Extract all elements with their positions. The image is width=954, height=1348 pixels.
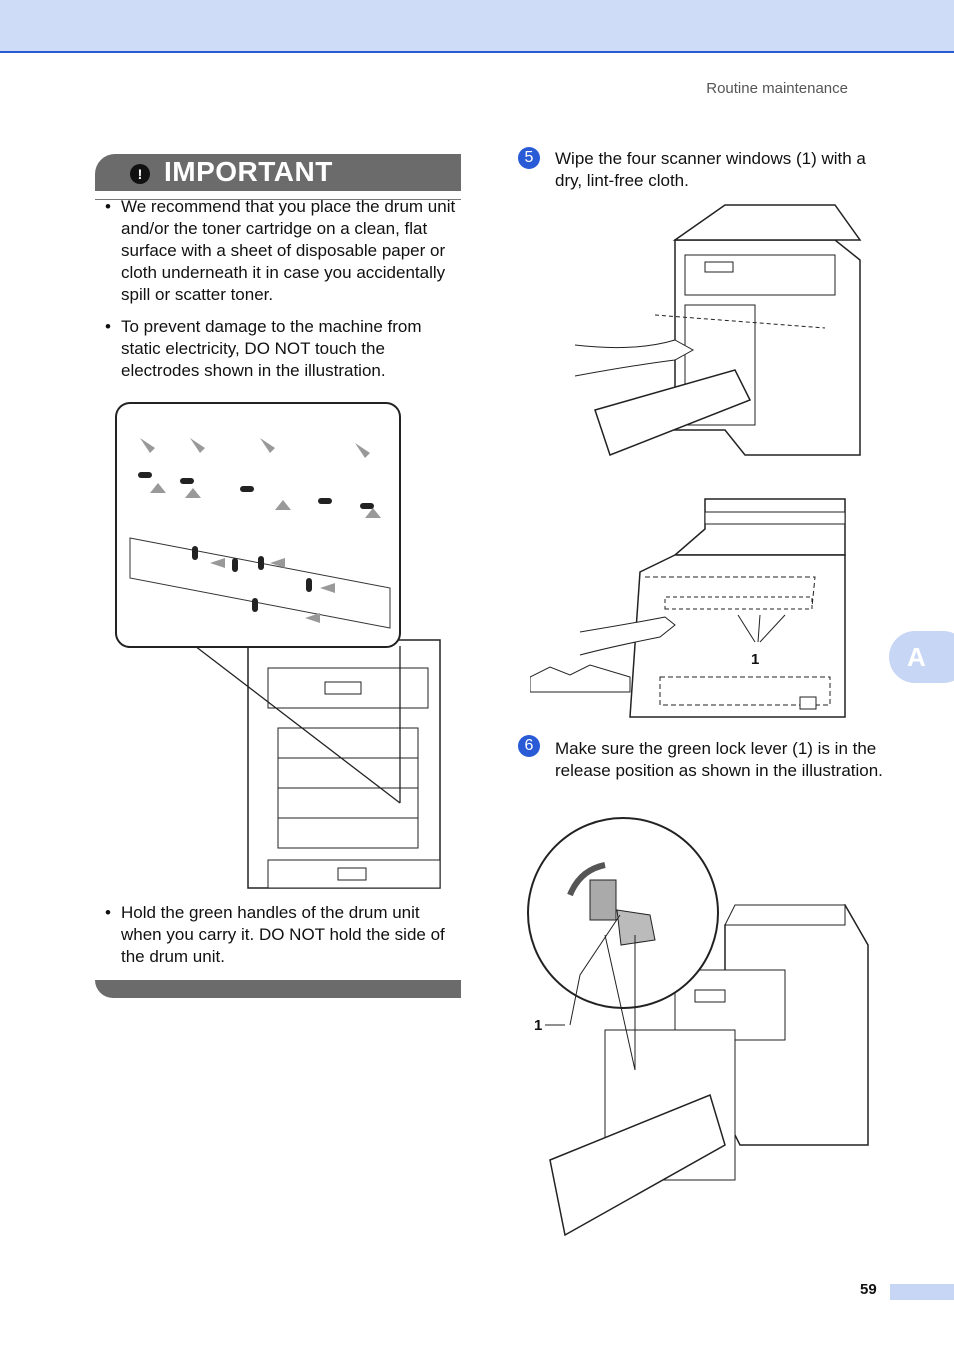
exclamation-icon: ! (130, 164, 150, 184)
running-header: Routine maintenance (706, 80, 848, 97)
important-title: IMPORTANT (164, 156, 333, 187)
important-bullet-2: • To prevent damage to the machine from … (105, 316, 461, 382)
bullet-dot: • (105, 903, 111, 922)
important-bullet-3: • Hold the green handles of the drum uni… (105, 902, 461, 968)
chapter-tab: A (889, 631, 954, 683)
chapter-tab-label: A (907, 642, 926, 672)
page-tab-marker (890, 1284, 954, 1300)
step-number-icon: 5 (518, 147, 540, 169)
important-bullet-1: • We recommend that you place the drum u… (105, 196, 461, 306)
bullet-dot: • (105, 197, 111, 216)
important-divider (95, 199, 461, 200)
step-number-icon: 6 (518, 735, 540, 757)
top-color-band (0, 0, 954, 53)
bullet-text: We recommend that you place the drum uni… (121, 197, 456, 304)
lock-lever-illustration (527, 817, 869, 1237)
bullet-text: To prevent damage to the machine from st… (121, 317, 422, 380)
important-footer-bar (95, 980, 461, 998)
step-5-text: Wipe the four scanner windows (1) with a… (555, 149, 866, 190)
step-6-text: Make sure the green lock lever (1) is in… (555, 739, 883, 780)
electrodes-illustration (115, 402, 441, 889)
scanner-windows-illustration (530, 498, 846, 718)
printer-wipe-illustration (575, 204, 862, 456)
page-number: 59 (860, 1281, 877, 1298)
callout-label-1: 1 (751, 651, 760, 668)
callout-label-1: 1 (534, 1017, 543, 1034)
bullet-dot: • (105, 317, 111, 336)
important-header-bar (95, 154, 461, 191)
bullet-text: Hold the green handles of the drum unit … (121, 903, 445, 966)
